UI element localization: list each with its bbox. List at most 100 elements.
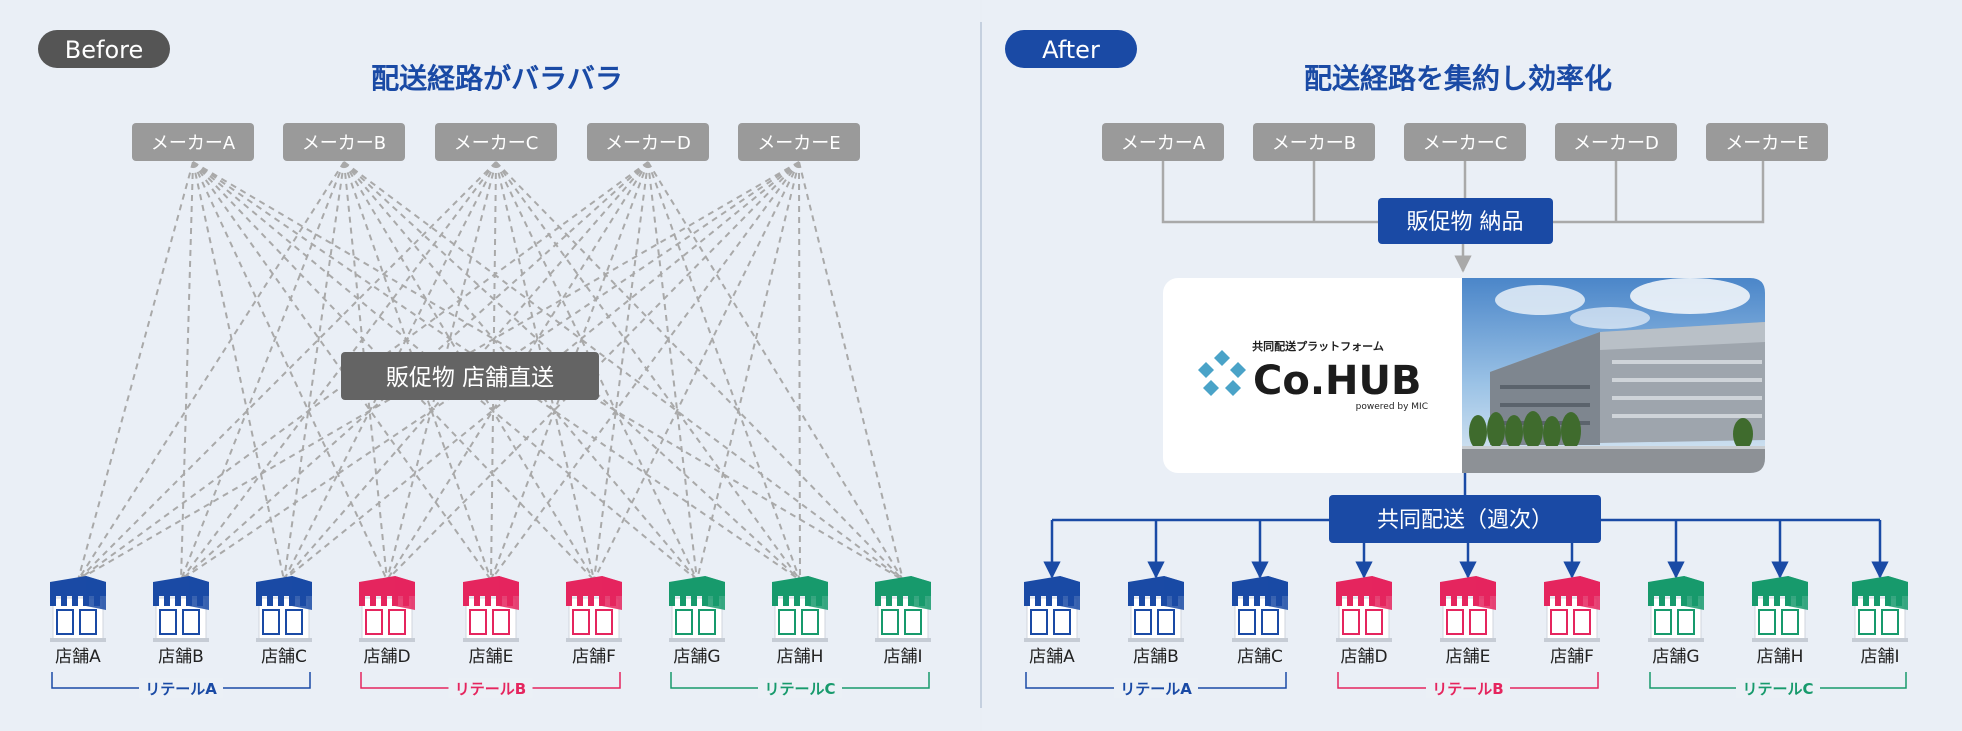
store-label: 店舗E bbox=[469, 647, 514, 667]
maker-label: メーカーB bbox=[1272, 133, 1356, 154]
cohub-card: 共同配送プラットフォーム Co.HUB powered by MIC bbox=[1163, 278, 1765, 473]
store-icon bbox=[50, 576, 106, 642]
cohub-logo-mark bbox=[1198, 350, 1246, 396]
store-icon bbox=[875, 576, 931, 642]
before-maker-row: メーカーA メーカーB メーカーC メーカーD メーカーE bbox=[132, 123, 860, 161]
retailer-label: リテールC bbox=[1742, 680, 1813, 698]
direct-route-line bbox=[180, 161, 345, 581]
store-label: 店舗I bbox=[1860, 647, 1899, 667]
retailer-label-bg bbox=[758, 678, 842, 698]
store-label: 店舗C bbox=[1237, 647, 1283, 667]
direct-route-line bbox=[343, 161, 698, 581]
store-label: 店舗F bbox=[1550, 647, 1594, 667]
before-center-label-box bbox=[341, 352, 599, 400]
direct-route-line bbox=[77, 161, 800, 581]
store-label: 店舗H bbox=[777, 647, 824, 667]
maker-label: メーカーC bbox=[1423, 133, 1508, 154]
store-label: 店舗A bbox=[1029, 647, 1075, 667]
maker-box bbox=[132, 123, 254, 161]
maker-box bbox=[1253, 123, 1375, 161]
retailer-label-bg bbox=[1426, 678, 1510, 698]
after-delivery-label-box bbox=[1378, 198, 1553, 244]
cohub-powered-by: powered by MIC bbox=[1356, 402, 1428, 412]
direct-route-line bbox=[283, 161, 345, 581]
before-center-label: 販促物 店舗直送 bbox=[386, 365, 554, 391]
direct-route-line bbox=[593, 161, 800, 581]
maker-box bbox=[435, 123, 557, 161]
direct-route-line bbox=[593, 161, 649, 581]
maker-label: メーカーA bbox=[1121, 133, 1206, 154]
before-badge bbox=[38, 30, 170, 68]
retailer-label: リテールC bbox=[764, 680, 835, 698]
store-label: 店舗D bbox=[1340, 647, 1387, 667]
before-retailer-brackets: リテールA リテールB リテールC bbox=[51, 672, 930, 698]
direct-route-line bbox=[192, 161, 285, 581]
direct-route-line bbox=[490, 161, 800, 581]
store-icon bbox=[153, 576, 209, 642]
joint-label: 共同配送（週次） bbox=[1377, 508, 1553, 533]
retailer-label: リテールB bbox=[1432, 680, 1503, 698]
maker-box bbox=[1404, 123, 1526, 161]
store-icon bbox=[1752, 576, 1808, 642]
store-label: 店舗E bbox=[1446, 647, 1491, 667]
direct-route-line bbox=[495, 161, 904, 581]
after-title: 配送経路を集約し効率化 bbox=[1304, 62, 1612, 95]
maker-box bbox=[587, 123, 709, 161]
maker-label: メーカーE bbox=[757, 133, 840, 154]
store-icon bbox=[669, 576, 725, 642]
warehouse-photo bbox=[1462, 278, 1765, 473]
maker-label: メーカーE bbox=[1725, 133, 1808, 154]
store-label: 店舗C bbox=[261, 647, 307, 667]
store-label: 店舗H bbox=[1757, 647, 1804, 667]
store-label: 店舗A bbox=[55, 647, 101, 667]
store-icon bbox=[1544, 576, 1600, 642]
direct-route-line bbox=[180, 161, 800, 581]
cohub-subtitle: 共同配送プラットフォーム bbox=[1252, 339, 1384, 353]
direct-route-line bbox=[77, 161, 345, 581]
maker-box bbox=[738, 123, 860, 161]
after-maker-row: メーカーA メーカーB メーカーC メーカーD メーカーE bbox=[1102, 123, 1828, 161]
store-icon bbox=[566, 576, 622, 642]
store-icon bbox=[1128, 576, 1184, 642]
maker-label: メーカーD bbox=[605, 133, 691, 154]
store-icon bbox=[463, 576, 519, 642]
store-label: 店舗D bbox=[363, 647, 410, 667]
store-label: 店舗G bbox=[673, 647, 720, 667]
store-label: 店舗F bbox=[572, 647, 616, 667]
store-icon bbox=[359, 576, 415, 642]
direct-route-line bbox=[798, 161, 801, 581]
maker-box bbox=[1555, 123, 1677, 161]
direct-route-line bbox=[798, 161, 904, 581]
maker-label: メーカーC bbox=[454, 133, 539, 154]
direct-route-line bbox=[495, 161, 801, 581]
joint-label-box bbox=[1329, 495, 1601, 543]
direct-route-line bbox=[696, 161, 800, 581]
retailer-label-bg bbox=[1114, 678, 1198, 698]
retailer-label-bg bbox=[139, 678, 223, 698]
cohub-name: Co.HUB bbox=[1253, 358, 1421, 404]
after-badge bbox=[1005, 30, 1137, 68]
direct-route-line bbox=[647, 161, 801, 581]
before-title: 配送経路がバラバラ bbox=[371, 62, 623, 95]
store-icon bbox=[1232, 576, 1288, 642]
store-label: 店舗B bbox=[1133, 647, 1179, 667]
maker-box bbox=[1706, 123, 1828, 161]
retailer-label: リテールB bbox=[455, 680, 526, 698]
store-icon bbox=[256, 576, 312, 642]
maker-label: メーカーB bbox=[302, 133, 386, 154]
maker-box bbox=[283, 123, 405, 161]
before-badge-label: Before bbox=[65, 36, 143, 64]
maker-label: メーカーA bbox=[151, 133, 236, 154]
direct-route-line bbox=[647, 161, 904, 581]
direct-route-line bbox=[180, 161, 194, 581]
maker-box bbox=[1102, 123, 1224, 161]
direct-route-line bbox=[386, 161, 800, 581]
retailer-label: リテールA bbox=[145, 680, 217, 698]
maker-label: メーカーD bbox=[1573, 133, 1659, 154]
store-icon bbox=[772, 576, 828, 642]
